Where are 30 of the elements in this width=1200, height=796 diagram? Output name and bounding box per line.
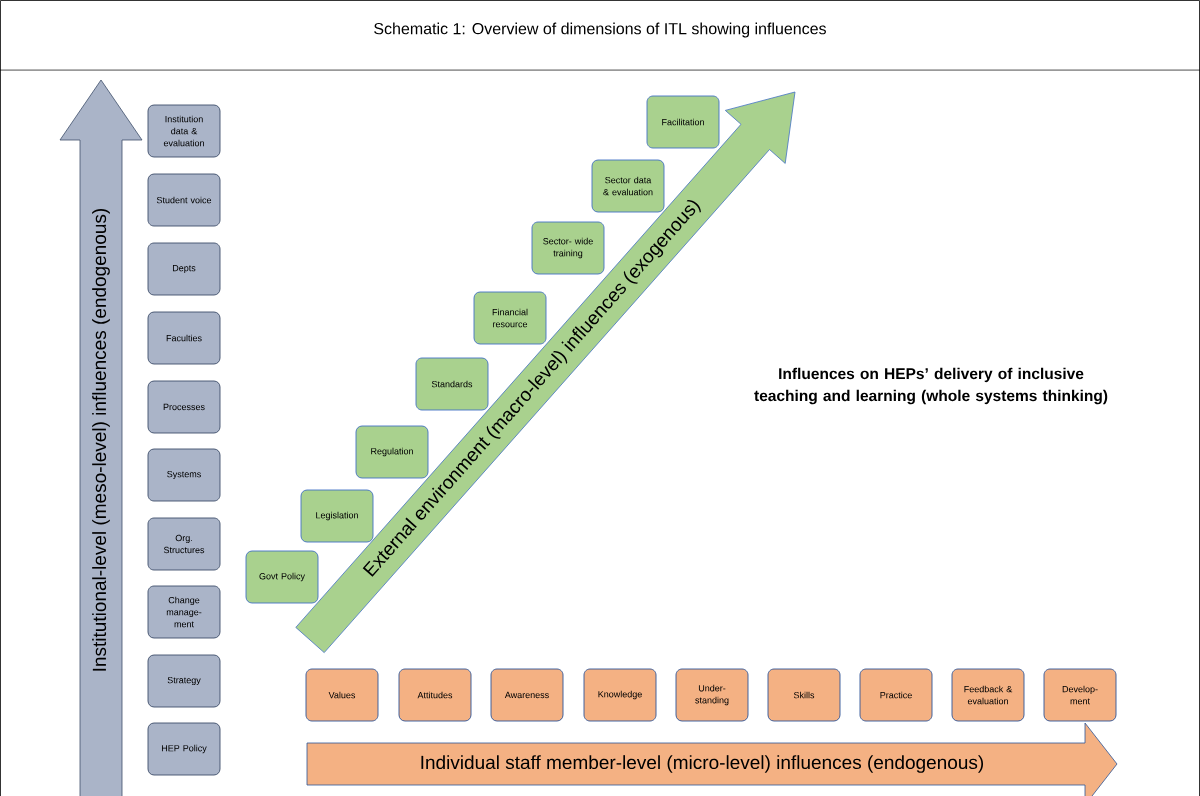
- influence-box: Sector data & evaluation: [591, 159, 665, 213]
- influence-box: Org. Structures: [147, 517, 221, 571]
- influence-box: Financial resource: [473, 291, 547, 345]
- influence-box: Skills: [767, 668, 841, 722]
- influence-box: Student voice: [147, 173, 221, 227]
- influence-box: Faculties: [147, 311, 221, 365]
- influence-box: Change manage- ment: [147, 585, 221, 639]
- influence-box: HEP Policy: [147, 722, 221, 776]
- influence-box: Systems: [147, 448, 221, 502]
- influence-box: Attitudes: [398, 668, 472, 722]
- influence-box: Legislation: [300, 489, 374, 543]
- influence-box: Sector- wide training: [531, 221, 605, 275]
- influence-box: Strategy: [147, 654, 221, 708]
- influence-box: Develop- ment: [1043, 668, 1117, 722]
- influence-box: Practice: [859, 668, 933, 722]
- title: Schematic 1: Overview of dimensions of ITL showing influences: [374, 22, 826, 38]
- influence-box: Facilitation: [646, 95, 720, 149]
- influence-box: Feedback & evaluation: [951, 668, 1025, 722]
- influence-box: Depts: [147, 242, 221, 296]
- influence-box: Awareness: [490, 668, 564, 722]
- influence-box: Values: [305, 668, 379, 722]
- influence-box: Processes: [147, 380, 221, 434]
- influence-box: Standards: [415, 357, 489, 411]
- influence-box: Regulation: [355, 425, 429, 479]
- influence-box: Under- standing: [675, 668, 749, 722]
- influence-box: Knowledge: [583, 668, 657, 722]
- arrow-band: Individual staff member-level (micro-level) influences (endogenous): [306, 722, 1118, 796]
- influence-box: Govt Policy: [245, 550, 319, 604]
- influence-box: Institution data & evaluation: [147, 104, 221, 158]
- arrow-band: Institutional-level (meso-level) influences (endogenous): [59, 79, 143, 796]
